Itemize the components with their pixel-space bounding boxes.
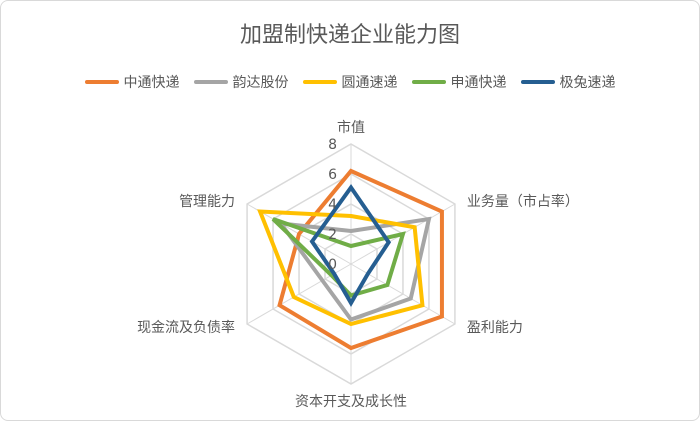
legend-swatch xyxy=(84,80,119,84)
legend-label: 申通快递 xyxy=(450,75,507,91)
legend-item: 申通快递 xyxy=(411,72,507,92)
tick-label: 0 xyxy=(328,257,337,273)
legend-swatch xyxy=(520,80,555,84)
legend-item: 韵达股份 xyxy=(193,72,289,92)
legend-label: 中通快递 xyxy=(123,75,180,91)
legend-item: 圆通速递 xyxy=(302,72,398,92)
series-line-1 xyxy=(276,216,432,322)
series-line-4 xyxy=(309,184,392,308)
legend-label: 圆通速递 xyxy=(341,75,398,91)
chart-title: 加盟制快递企业能力图 xyxy=(239,23,460,48)
legend-item: 极兔速递 xyxy=(520,72,616,92)
legend-swatch xyxy=(302,80,337,84)
axis-label: 盈利能力 xyxy=(467,320,523,336)
tick-label: 2 xyxy=(328,227,337,243)
legend-swatch xyxy=(193,80,228,84)
axis-label: 市值 xyxy=(337,119,365,136)
axis-label: 现金流及负债率 xyxy=(137,319,235,336)
tick-label: 4 xyxy=(328,197,337,213)
axis-label: 资本开支及成长性 xyxy=(295,394,407,410)
legend-label: 韵达股份 xyxy=(232,75,289,91)
legend-swatch xyxy=(411,80,446,84)
series-line-0 xyxy=(277,168,444,351)
tick-label: 8 xyxy=(328,137,337,153)
legend-item: 中通快递 xyxy=(84,72,180,92)
axis-label: 管理能力 xyxy=(179,194,235,210)
legend: 中通快递 韵达股份 圆通速递 申通快递 极兔速递 xyxy=(1,72,699,92)
tick-label: 6 xyxy=(328,167,337,183)
series-line-3 xyxy=(271,217,406,298)
axis-label: 业务量（市占率） xyxy=(467,193,579,210)
series-line-2 xyxy=(257,209,425,327)
legend-label: 极兔速递 xyxy=(559,75,616,91)
